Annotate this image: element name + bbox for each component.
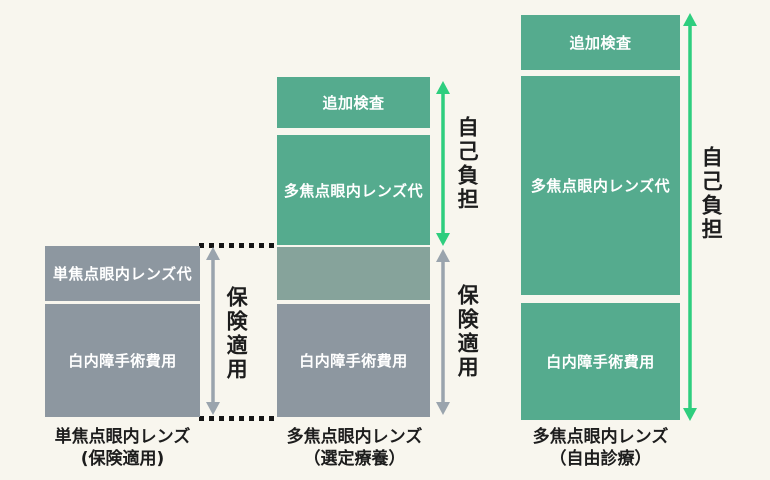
insurance-label-left: 保険適用 [224,286,249,382]
segment-cataract-surgery-fee-left: 白内障手術費用 [45,304,200,417]
insurance-range-arrow-left [206,247,220,415]
selfpay-label-right: 自己負担 [699,146,724,242]
segment-cataract-surgery-fee-right: 白内障手術費用 [521,303,680,420]
segment-label: 単焦点眼内レンズ代 [52,265,193,283]
insurance-range-arrow-middle [436,249,450,415]
selfpay-range-arrow-right [683,13,697,421]
segment-extra-exams-middle: 追加検査 [277,77,430,128]
segment-label: 多焦点眼内レンズ代 [530,177,671,195]
dotted-guide-bottom-line [199,416,279,421]
category-line2: （自由診療） [549,449,652,469]
segment-monofocal-lens-fee: 単焦点眼内レンズ代 [45,246,200,301]
segment-label: 白内障手術費用 [299,352,408,370]
segment-label: 白内障手術費用 [546,353,655,371]
selfpay-label-middle: 自己負担 [455,116,480,212]
category-label-multifocal-jiyuu: 多焦点眼内レンズ （自由診療） [503,426,698,470]
category-line2: (保険適用) [80,449,165,469]
category-line1: 多焦点眼内レンズ [286,427,423,447]
segment-label: 追加検査 [569,34,632,52]
category-label-multifocal-sentei: 多焦点眼内レンズ （選定療養） [257,426,452,470]
segment-label: 追加検査 [322,94,385,112]
segment-multifocal-lens-fee-right: 多焦点眼内レンズ代 [521,76,680,295]
category-label-monofocal-insured: 単焦点眼内レンズ (保険適用) [25,426,220,470]
category-line2: （選定療養） [303,449,406,469]
dotted-guide-top-line [199,243,279,248]
segment-insured-portion-middle [277,247,430,300]
segment-label: 多焦点眼内レンズ代 [283,181,424,200]
selfpay-range-arrow-middle [436,81,450,246]
category-line1: 多焦点眼内レンズ [532,427,669,447]
segment-extra-exams-right: 追加検査 [521,15,680,70]
category-line1: 単焦点眼内レンズ [54,427,191,447]
segment-cataract-surgery-fee-middle: 白内障手術費用 [277,304,430,417]
segment-multifocal-lens-fee-middle: 多焦点眼内レンズ代 [277,135,430,245]
segment-label: 白内障手術費用 [68,352,177,370]
insurance-label-middle: 保険適用 [455,284,480,380]
